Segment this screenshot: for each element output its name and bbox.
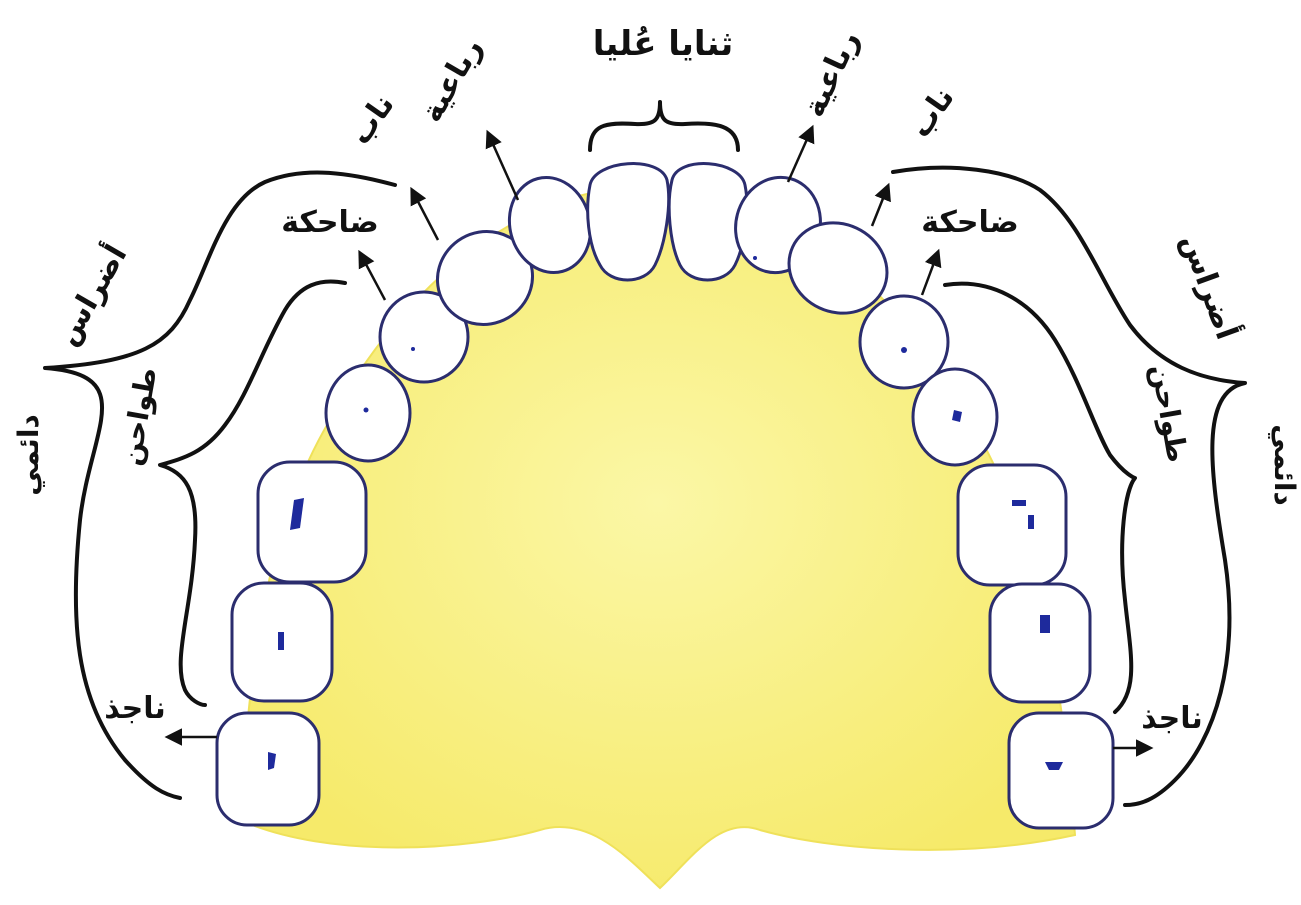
label-canine-right: ناب <box>903 81 962 144</box>
tooth-left-first-molar <box>258 462 366 582</box>
tooth-right-wisdom-molar <box>1009 713 1113 828</box>
label-wisdom-left: ناجذ <box>104 691 165 726</box>
label-lateral-incisor-left: رباعية <box>414 32 490 128</box>
tooth-right-first-molar <box>958 465 1066 585</box>
tooth-right-second-molar <box>990 584 1090 702</box>
label-canine-left: ناب <box>343 88 402 151</box>
label-permanent-right: دائمي <box>1268 424 1301 506</box>
tooth-left-central-incisor <box>588 164 669 280</box>
label-wisdom-right: ناجذ <box>1141 701 1202 736</box>
tooth-left-second-premolar <box>326 365 410 461</box>
label-premolar-left: ضاحكة <box>281 205 379 240</box>
label-grinders-right: طواحن <box>1145 362 1195 465</box>
label-lateral-incisor-right: رباعية <box>796 25 866 122</box>
label-permanent-left: دائمي <box>12 414 45 496</box>
label-premolar-right: ضاحكة <box>921 205 1019 240</box>
label-grinders-left: طواحن <box>114 365 164 468</box>
brace-upper-incisors <box>590 102 738 150</box>
label-molars-right: أضراس <box>1174 228 1247 344</box>
label-upper-incisors: ثنايا عُليا <box>593 24 734 64</box>
label-molars-left: أضراس <box>47 238 135 352</box>
